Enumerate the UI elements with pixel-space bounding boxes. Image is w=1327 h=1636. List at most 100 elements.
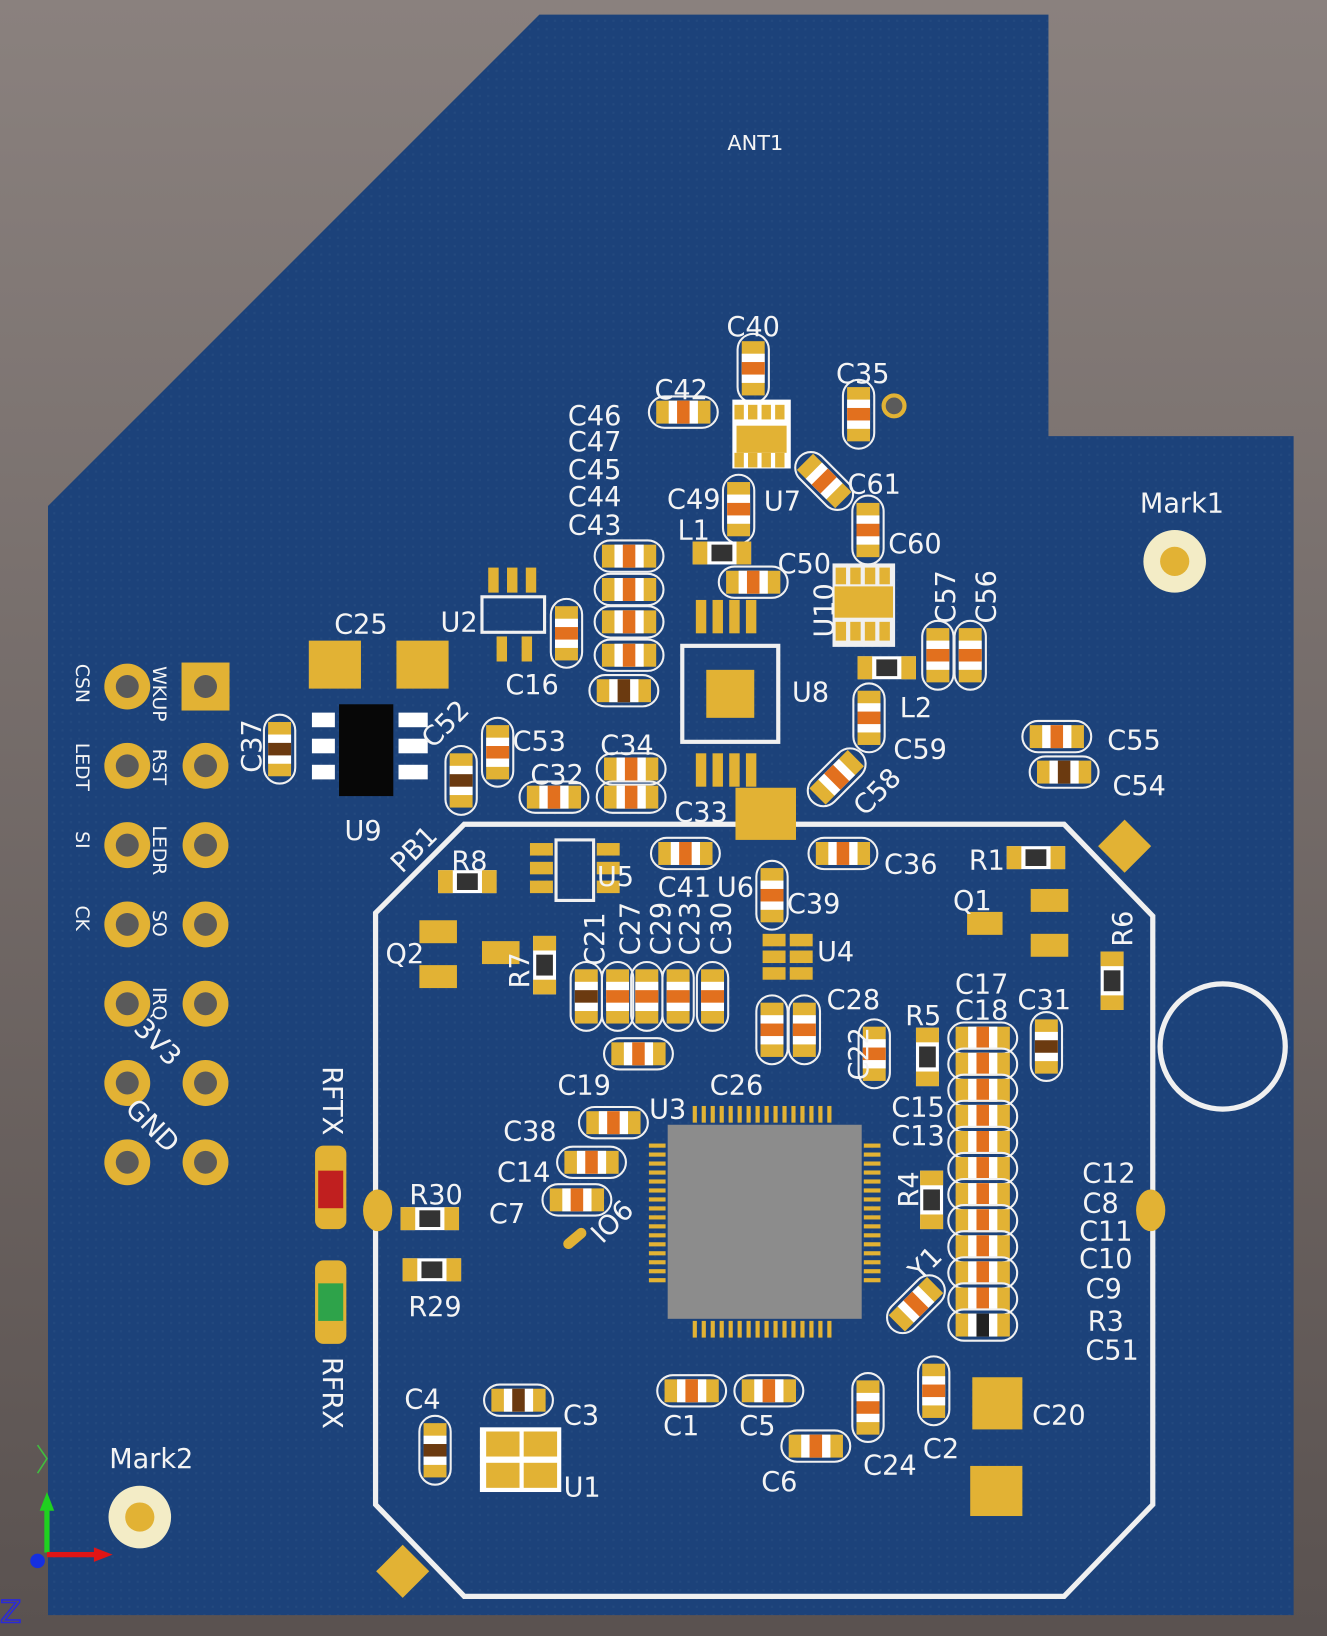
chip-component[interactable] <box>262 713 297 785</box>
silkscreen-label: R29 <box>408 1292 461 1323</box>
chip-component[interactable] <box>801 742 872 813</box>
ic-u9[interactable] <box>339 704 394 797</box>
silkscreen-label: R6 <box>1108 911 1139 947</box>
pad <box>419 920 457 944</box>
pad <box>444 1207 460 1231</box>
pad <box>398 712 428 728</box>
chip-component[interactable] <box>787 994 822 1066</box>
chip-component[interactable] <box>947 1125 1019 1160</box>
shield-can-outline <box>372 821 1156 1599</box>
chip-component[interactable] <box>588 674 660 708</box>
mounting-hole-outline <box>1157 981 1288 1112</box>
silkscreen-label: C30 <box>706 902 737 955</box>
pad <box>863 1251 881 1256</box>
chip-component[interactable] <box>807 836 879 871</box>
silkscreen-label: Q2 <box>385 939 424 970</box>
chip-component[interactable] <box>947 1230 1019 1264</box>
chip-component[interactable] <box>595 780 667 814</box>
chip-component[interactable] <box>595 752 667 786</box>
pad <box>692 1320 697 1338</box>
silkscreen-label: C19 <box>557 1071 610 1102</box>
chip-component[interactable] <box>881 1269 952 1340</box>
chip-component[interactable] <box>593 539 665 573</box>
silkscreen-label: U9 <box>345 816 382 847</box>
chip-component[interactable] <box>1029 1011 1064 1082</box>
chip-component[interactable] <box>1028 755 1100 789</box>
chip-component[interactable] <box>661 960 695 1032</box>
chip-component[interactable] <box>518 780 590 814</box>
chip-component[interactable] <box>947 1177 1019 1212</box>
pad <box>748 452 758 468</box>
chip-component[interactable] <box>947 1308 1019 1342</box>
chip-component[interactable] <box>755 994 789 1066</box>
chip-component[interactable] <box>953 619 987 691</box>
pad <box>835 621 847 641</box>
chip-component[interactable] <box>418 1414 452 1486</box>
chip-component[interactable] <box>593 572 665 607</box>
pad <box>762 933 786 947</box>
chip-component[interactable] <box>780 1429 852 1463</box>
axis-gizmo: Z <box>0 1444 113 1631</box>
pad <box>879 567 890 585</box>
pad <box>419 965 457 989</box>
pad <box>438 870 453 894</box>
chip-component[interactable] <box>947 1073 1019 1108</box>
silkscreen-label: C37 <box>237 719 268 772</box>
chip-component[interactable] <box>695 960 730 1032</box>
pad <box>835 567 847 585</box>
chip-component[interactable] <box>556 1145 627 1180</box>
chip-component[interactable] <box>593 638 665 672</box>
chip-component[interactable] <box>593 605 665 639</box>
chip-component[interactable] <box>483 1383 554 1417</box>
chip-component[interactable] <box>841 378 876 450</box>
pad <box>695 753 707 787</box>
chip-component[interactable] <box>733 1374 805 1408</box>
pad <box>529 880 553 894</box>
chip-component[interactable] <box>736 332 770 404</box>
pad <box>761 452 771 468</box>
pad <box>857 656 873 680</box>
silkscreen-label: C27 <box>616 902 647 955</box>
pad <box>782 1105 787 1123</box>
chip-component[interactable] <box>569 960 603 1032</box>
pad <box>596 861 620 875</box>
pad <box>970 1465 1023 1517</box>
chip-component[interactable] <box>947 1256 1019 1290</box>
chip-component[interactable] <box>602 1037 674 1071</box>
chip-component[interactable] <box>851 1372 885 1443</box>
chip-component[interactable] <box>549 597 584 669</box>
chip-component[interactable] <box>852 682 886 754</box>
chip-component[interactable] <box>947 1099 1019 1134</box>
silkscreen-label: C22 <box>844 1027 875 1080</box>
silkscreen-label: C7 <box>489 1199 525 1230</box>
pad <box>648 1143 666 1148</box>
chip-component[interactable] <box>717 565 789 599</box>
chip-component[interactable] <box>444 744 478 816</box>
pad <box>863 1188 881 1193</box>
chip-component[interactable] <box>947 1047 1019 1081</box>
chip-component[interactable] <box>851 494 885 566</box>
chip-component[interactable] <box>541 1183 613 1217</box>
silkscreen-label: C51 <box>1085 1336 1138 1367</box>
chip-component[interactable] <box>921 619 955 691</box>
chip-component[interactable] <box>947 1021 1019 1055</box>
ic-u3-qfp[interactable] <box>667 1124 862 1319</box>
chip-component[interactable] <box>647 395 719 429</box>
chip-component[interactable] <box>857 1018 891 1090</box>
chip-component[interactable] <box>630 960 664 1032</box>
chip-component[interactable] <box>755 859 789 931</box>
chip-component[interactable] <box>649 836 721 871</box>
chip-component[interactable] <box>577 1105 649 1140</box>
pad <box>711 544 733 562</box>
chip-component[interactable] <box>721 473 756 545</box>
pad <box>596 843 620 856</box>
chip-component[interactable] <box>600 960 635 1032</box>
pad <box>488 567 499 593</box>
chip-component[interactable] <box>480 716 515 788</box>
chip-component[interactable] <box>1021 719 1093 754</box>
chip-component[interactable] <box>656 1374 728 1408</box>
chip-component[interactable] <box>947 1151 1019 1186</box>
chip-component[interactable] <box>917 1355 951 1427</box>
chip-component[interactable] <box>789 446 860 517</box>
